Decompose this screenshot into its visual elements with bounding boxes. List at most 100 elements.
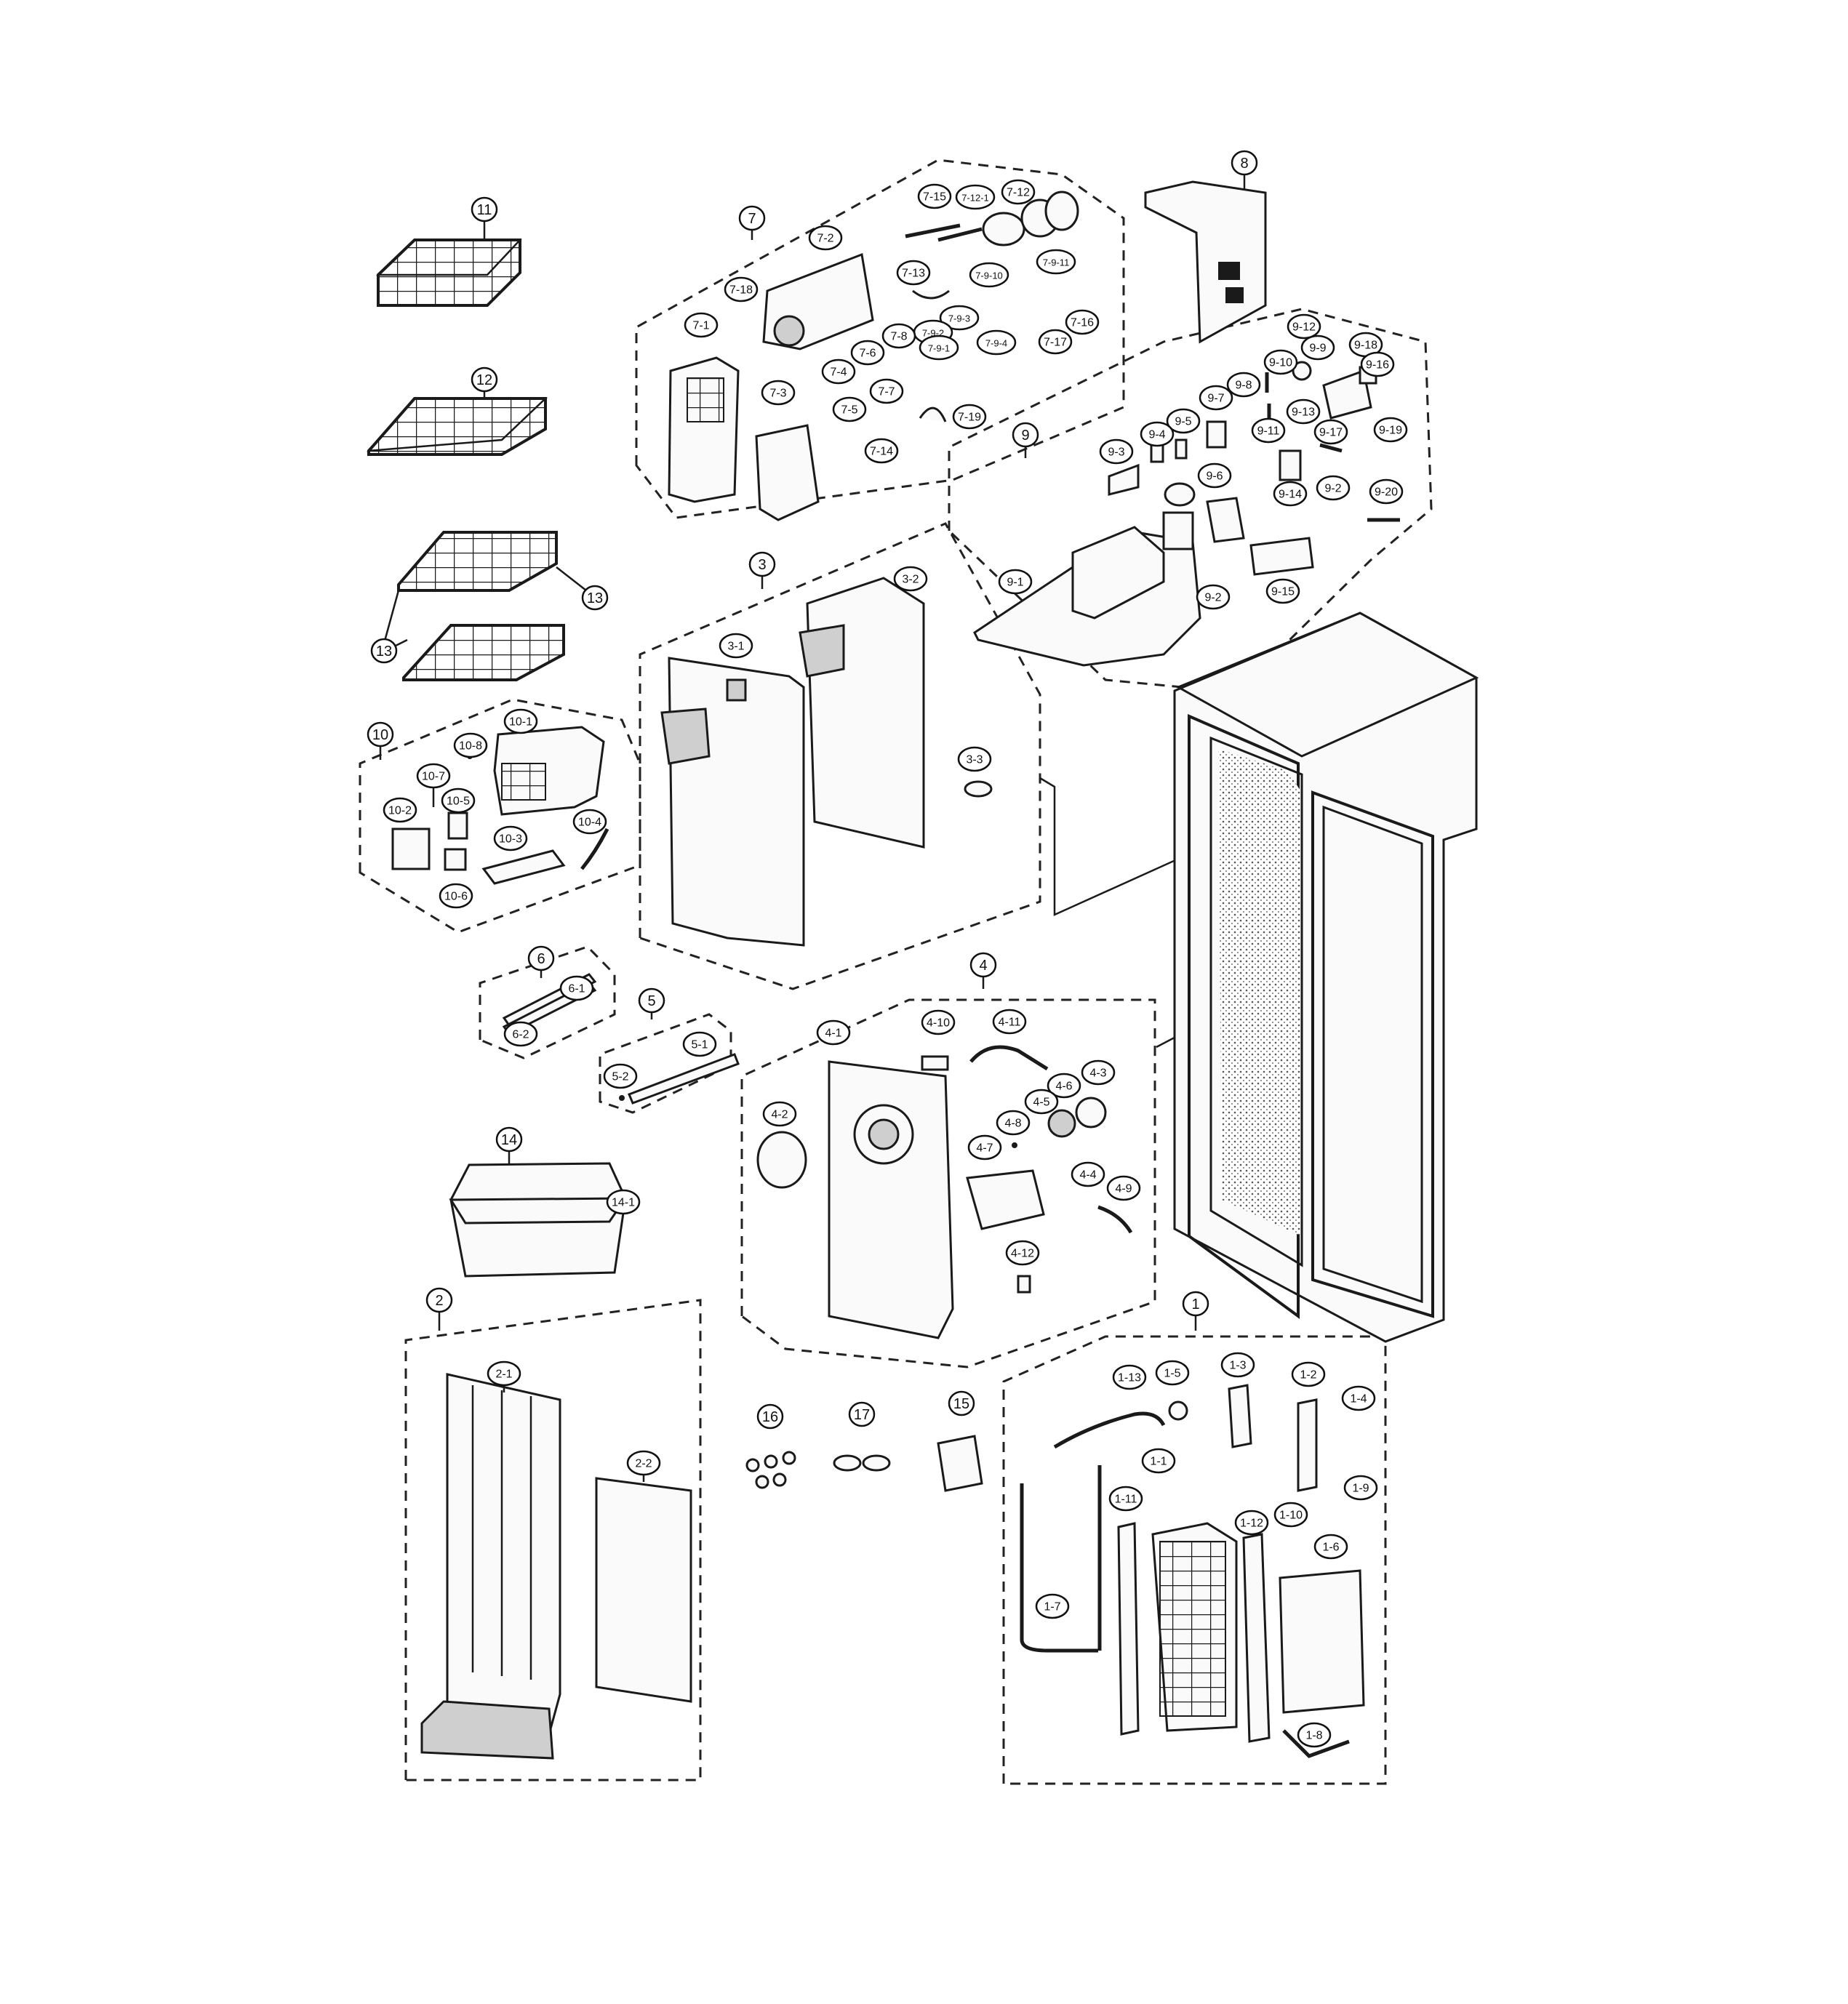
callout-text: 9-15 xyxy=(1271,586,1295,598)
callout-9-18: 9-18 xyxy=(1348,332,1383,358)
callout-text: 15 xyxy=(953,1396,969,1412)
callout-text: 1-1 xyxy=(1150,1456,1167,1468)
callout-text: 9-14 xyxy=(1279,489,1302,501)
callout-1: 1 xyxy=(1182,1291,1209,1317)
callout-text: 2-2 xyxy=(635,1458,652,1470)
callout-7-4: 7-4 xyxy=(821,358,856,385)
callout-7-19: 7-19 xyxy=(952,404,987,430)
callout-text: 2 xyxy=(435,1293,443,1309)
callout-9-11: 9-11 xyxy=(1251,417,1286,444)
callout-2-1: 2-1 xyxy=(487,1360,521,1387)
callout-text: 7-9-3 xyxy=(948,313,970,324)
callout-7-12-1: 7-12-1 xyxy=(955,184,996,210)
callout-1-7: 1-7 xyxy=(1035,1593,1070,1619)
group-3-outline xyxy=(639,522,1041,990)
callout-text: 9-17 xyxy=(1319,427,1343,439)
callout-text: 13 xyxy=(376,644,392,660)
callout-text: 7-2 xyxy=(817,233,833,245)
callout-text: 1 xyxy=(1191,1296,1199,1312)
callout-text: 7-7 xyxy=(878,386,895,398)
callout-text: 9-18 xyxy=(1354,340,1377,352)
callout-text: 9 xyxy=(1021,428,1029,444)
callout-1-2: 1-2 xyxy=(1291,1361,1326,1387)
callout-text: 9-4 xyxy=(1148,429,1165,441)
callout-text: 1-13 xyxy=(1118,1372,1141,1384)
callout-text: 4-8 xyxy=(1004,1118,1021,1130)
callout-text: 7-5 xyxy=(841,404,857,417)
callout-11: 11 xyxy=(471,196,498,223)
group-5-parts xyxy=(619,1053,740,1105)
callout-text: 10-4 xyxy=(578,817,601,829)
callout-3-1: 3-1 xyxy=(719,633,753,659)
callout-text: 1-9 xyxy=(1352,1483,1369,1495)
callout-9: 9 xyxy=(1012,422,1039,448)
callout-15: 15 xyxy=(948,1390,975,1416)
callout-4-1: 4-1 xyxy=(816,1019,851,1046)
callout-text: 4-5 xyxy=(1033,1097,1049,1109)
callout-text: 14-1 xyxy=(612,1197,635,1209)
callout-text: 11 xyxy=(477,202,492,218)
callout-text: 9-12 xyxy=(1292,321,1316,334)
callout-text: 9-5 xyxy=(1175,416,1191,428)
callout-text: 7-1 xyxy=(692,320,709,332)
callout-text: 9-1 xyxy=(1007,577,1023,589)
group-7-parts xyxy=(668,191,1079,521)
callout-text: 9-20 xyxy=(1375,486,1398,499)
callout-stems xyxy=(379,175,1246,1482)
callout-3-2: 3-2 xyxy=(893,566,928,592)
callout-text: 4-2 xyxy=(771,1109,788,1121)
callout-6-2: 6-2 xyxy=(503,1021,538,1047)
callout-14: 14 xyxy=(495,1126,523,1153)
callout-text: 3-3 xyxy=(966,754,983,766)
callout-7-6: 7-6 xyxy=(850,340,885,366)
callout-text: 6-1 xyxy=(568,983,585,995)
callout-text: 8 xyxy=(1240,156,1248,172)
callout-text: 9-8 xyxy=(1235,380,1252,392)
callout-text: 1-2 xyxy=(1300,1369,1316,1382)
callout-7-13: 7-13 xyxy=(896,260,931,286)
callout-7-12: 7-12 xyxy=(1001,179,1036,205)
callout-5-1: 5-1 xyxy=(682,1031,717,1057)
callout-1-12: 1-12 xyxy=(1234,1510,1269,1536)
callout-text: 9-6 xyxy=(1206,470,1223,483)
group-6-outline xyxy=(479,945,616,1059)
callout-text: 7-12 xyxy=(1007,187,1030,199)
drawer-14 xyxy=(449,1162,628,1278)
callout-7-9-10: 7-9-10 xyxy=(969,262,1009,288)
callout-9-16: 9-16 xyxy=(1360,351,1395,377)
callout-text: 10-3 xyxy=(499,833,522,846)
callout-10-7: 10-7 xyxy=(416,763,451,789)
callout-text: 7-12-1 xyxy=(961,193,989,204)
callout-10-6: 10-6 xyxy=(439,883,473,909)
callout-2: 2 xyxy=(425,1287,453,1313)
callout-text: 5-1 xyxy=(691,1039,708,1051)
group-2-parts xyxy=(420,1373,692,1760)
callout-text: 9-11 xyxy=(1257,425,1280,438)
group-9-parts xyxy=(973,361,1400,667)
callout-9-15: 9-15 xyxy=(1265,578,1300,604)
group-10-outline xyxy=(359,698,641,934)
callout-text: 1-4 xyxy=(1350,1393,1367,1406)
callout-7-16: 7-16 xyxy=(1065,309,1100,335)
callout-4-7: 4-7 xyxy=(967,1134,1002,1161)
group-4-outline xyxy=(740,998,1156,1368)
callout-text: 10 xyxy=(372,727,388,743)
callout-2-2: 2-2 xyxy=(626,1450,661,1476)
callout-text: 7-13 xyxy=(902,268,925,280)
callout-9-4: 9-4 xyxy=(1140,421,1175,447)
callout-9-12: 9-12 xyxy=(1287,313,1321,340)
callout-1-4: 1-4 xyxy=(1341,1385,1376,1411)
refrigerator-cabinet xyxy=(1173,612,1479,1343)
callout-7-9-3: 7-9-3 xyxy=(939,305,980,331)
callout-13: 13 xyxy=(581,585,609,611)
callout-4-4: 4-4 xyxy=(1071,1161,1105,1187)
bracket-8 xyxy=(1144,180,1267,344)
callout-5: 5 xyxy=(638,987,665,1014)
callout-text: 9-2 xyxy=(1324,483,1341,495)
callout-5-2: 5-2 xyxy=(603,1063,638,1089)
callout-text: 3-1 xyxy=(727,641,744,653)
callout-text: 5 xyxy=(647,993,655,1009)
callout-9-7: 9-7 xyxy=(1199,385,1233,411)
callout-text: 17 xyxy=(854,1407,870,1423)
